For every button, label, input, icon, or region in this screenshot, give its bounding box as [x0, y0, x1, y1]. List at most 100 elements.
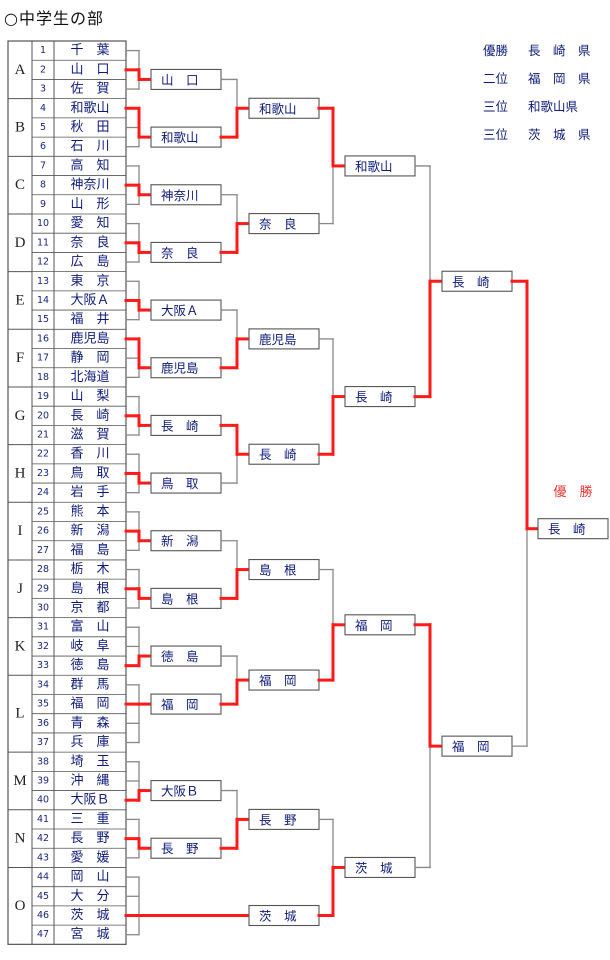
- round4-result-label: 福 岡: [452, 739, 490, 754]
- team-name: 大阪Ｂ: [70, 793, 109, 808]
- team-number: 26: [37, 526, 49, 537]
- round1-result-label: 神奈川: [161, 188, 199, 203]
- team-number: 43: [37, 852, 49, 863]
- team-name: 京 都: [70, 600, 109, 615]
- team-number: 4: [40, 103, 46, 114]
- round2-result-label: 茨 城: [259, 909, 297, 924]
- team-name: 茨 城: [70, 908, 109, 923]
- team-name: 長 野: [70, 831, 109, 846]
- team-number: 14: [37, 295, 49, 306]
- team-number: 15: [37, 314, 49, 325]
- team-number: 47: [37, 929, 49, 940]
- group-letter: O: [15, 898, 26, 914]
- team-number: 31: [37, 622, 49, 633]
- team-number: 32: [37, 641, 49, 652]
- group-letter: D: [15, 235, 26, 251]
- team-name: 三 重: [70, 811, 109, 827]
- team-number: 20: [37, 410, 49, 421]
- team-number: 9: [40, 199, 46, 210]
- team-name: 鹿児島: [70, 330, 109, 346]
- team-number: 3: [40, 84, 46, 95]
- standing-prefecture: 長 崎 県: [528, 43, 591, 58]
- team-number: 29: [37, 583, 49, 594]
- group-letter: F: [16, 350, 24, 366]
- team-name: 愛 媛: [70, 850, 109, 865]
- group-letter: C: [15, 177, 25, 193]
- team-number: 25: [37, 506, 49, 517]
- team-number: 44: [37, 872, 49, 883]
- group-letter: G: [15, 408, 26, 424]
- team-name: 富 山: [70, 619, 109, 635]
- team-name: 石 川: [70, 139, 109, 154]
- team-name: 埼 玉: [70, 754, 109, 769]
- team-number: 12: [37, 257, 49, 268]
- team-number: 45: [37, 891, 49, 902]
- standing-rank: 三位: [483, 127, 508, 142]
- team-name: 熊 本: [70, 503, 109, 519]
- group-letter: N: [15, 831, 26, 847]
- team-number: 36: [37, 718, 49, 729]
- group-letter: M: [13, 773, 26, 789]
- team-number: 22: [37, 449, 49, 460]
- round3-result-label: 和歌山: [355, 159, 393, 174]
- team-number: 10: [37, 218, 49, 229]
- round2-result-label: 奈 良: [259, 217, 297, 232]
- round1-result-label: 鳥 取: [161, 476, 199, 491]
- team-name: 山 口: [70, 62, 109, 77]
- team-name: 山 形: [70, 197, 109, 212]
- standing-rank: 三位: [483, 99, 508, 114]
- team-name: 新 潟: [70, 523, 109, 539]
- team-name: 広 島: [70, 255, 109, 270]
- team-number: 16: [37, 333, 49, 344]
- standing-rank: 優勝: [483, 43, 509, 58]
- round1-result-label: 福 岡: [161, 697, 199, 712]
- standing-prefecture: 和歌山県: [528, 99, 578, 114]
- team-name: 岡 山: [70, 870, 109, 885]
- team-number: 33: [37, 660, 49, 671]
- team-name: 宮 城: [70, 926, 109, 942]
- team-name: 和歌山: [70, 101, 109, 116]
- team-name: 福 井: [70, 312, 109, 327]
- team-name: 大 分: [70, 889, 109, 904]
- group-letter: B: [15, 119, 25, 135]
- team-number: 11: [37, 237, 49, 248]
- champion-label: 優 勝: [553, 485, 592, 500]
- round1-result-label: 和歌山: [161, 130, 199, 145]
- team-number: 40: [37, 795, 49, 806]
- standing-rank: 二位: [483, 71, 508, 86]
- group-letter: H: [15, 465, 26, 481]
- team-name: 沖 縄: [70, 773, 109, 788]
- team-name: 兵 庫: [70, 735, 109, 750]
- round2-result-label: 福 岡: [259, 673, 297, 688]
- team-name: 長 崎: [70, 408, 109, 423]
- team-name: 神奈川: [70, 178, 109, 193]
- team-name: 滋 賀: [70, 428, 109, 443]
- team-name: 福 島: [70, 543, 109, 558]
- team-name: 奈 良: [70, 234, 109, 250]
- team-number: 1: [40, 45, 46, 56]
- team-number: 24: [37, 487, 49, 498]
- round1-result-label: 長 野: [161, 841, 199, 856]
- team-number: 37: [37, 737, 49, 748]
- round2-result-label: 島 根: [259, 563, 297, 578]
- team-number: 13: [37, 276, 49, 287]
- round1-result-label: 徳 島: [161, 649, 199, 664]
- team-number: 19: [37, 391, 49, 402]
- round1-result-label: 島 根: [161, 591, 199, 606]
- team-name: 佐 賀: [70, 82, 109, 97]
- team-number: 34: [37, 679, 49, 690]
- team-name: 群 馬: [70, 677, 109, 692]
- team-number: 42: [37, 833, 49, 844]
- team-name: 岩 手: [70, 485, 109, 500]
- team-name: 香 川: [70, 447, 109, 462]
- team-number: 38: [37, 756, 49, 767]
- team-name: 岐 阜: [70, 638, 109, 654]
- team-number: 5: [40, 122, 46, 133]
- group-letter: K: [15, 638, 26, 654]
- team-name: 愛 知: [70, 215, 109, 231]
- standing-prefecture: 福 岡 県: [528, 71, 591, 86]
- round1-result-label: 鹿児島: [161, 361, 199, 376]
- team-number: 17: [37, 353, 49, 364]
- round1-result-label: 奈 良: [161, 245, 199, 260]
